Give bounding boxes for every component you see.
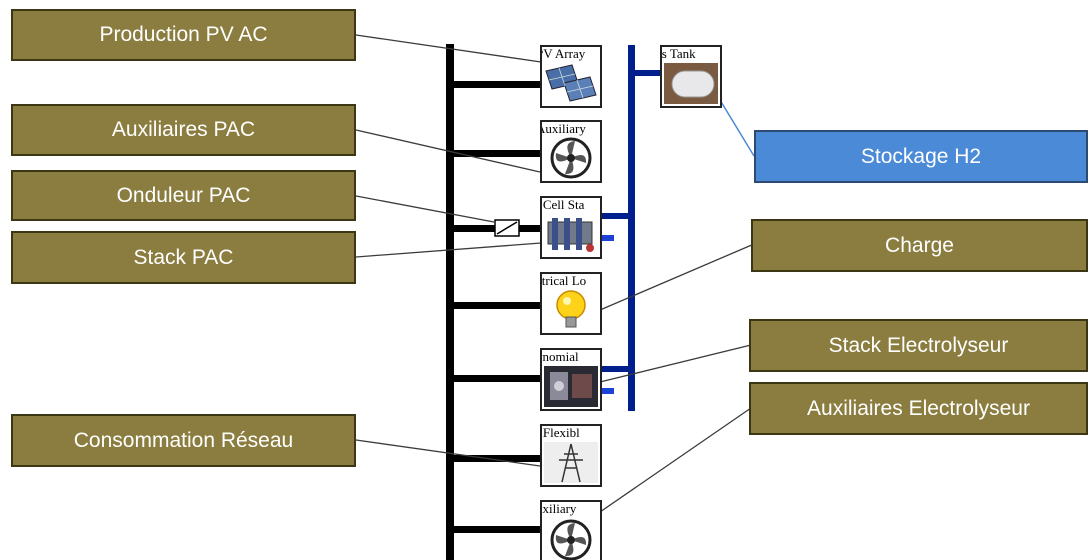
callout-charge: Charge	[751, 219, 1088, 272]
leader-line	[599, 407, 752, 513]
leader-line	[355, 34, 542, 63]
leader-line	[355, 242, 542, 258]
callout-production-pv-ac: Production PV AC	[11, 9, 356, 61]
callout-auxiliaires-pac: Auxiliaires PAC	[11, 104, 356, 156]
flexible-label: : Flexibl	[540, 426, 580, 440]
auxiliary-elec-component[interactable]: uxiliary	[540, 500, 602, 560]
electrical-load-component[interactable]: ctrical Lo	[540, 272, 602, 335]
leader-line	[355, 439, 541, 467]
h2-bus-branch	[600, 213, 634, 219]
auxiliary-elec-label: uxiliary	[540, 502, 577, 516]
leader-line	[355, 129, 541, 173]
fuel-cell-icon	[547, 218, 594, 252]
ac-bus-branch	[446, 302, 542, 309]
inverter-symbol	[494, 219, 520, 237]
electrolyser-icon	[544, 366, 598, 407]
leader-line	[355, 195, 495, 223]
auxiliary-pac-component[interactable]: Auxiliary	[540, 120, 602, 183]
gas-tank-component[interactable]: as Tank	[660, 45, 722, 108]
ac-bus-branch	[446, 526, 542, 533]
pv-array-label: PV Array	[540, 47, 586, 61]
light-bulb-icon	[556, 290, 586, 328]
flexible-component[interactable]: : Flexibl	[540, 424, 602, 487]
pylon-icon	[544, 442, 598, 483]
ac-bus-branch	[446, 150, 542, 157]
fuel-cell-stack-label: l Cell Sta	[540, 198, 585, 212]
h2-bus-branch	[628, 70, 662, 76]
gas-tank-icon	[664, 63, 718, 104]
fan-icon	[550, 519, 592, 560]
ac-bus-branch	[446, 375, 542, 382]
callout-stack-pac: Stack PAC	[11, 231, 356, 284]
ac-bus-branch	[446, 455, 542, 462]
fuel-cell-stack-component[interactable]: l Cell Sta	[540, 196, 602, 259]
ac-bus-branch	[518, 225, 542, 232]
polynomial-component[interactable]: ynomial	[540, 348, 602, 411]
polynomial-label: ynomial	[540, 350, 579, 364]
callout-onduleur-pac: Onduleur PAC	[11, 170, 356, 221]
pv-array-component[interactable]: PV Array	[540, 45, 602, 108]
auxiliary-pac-label: Auxiliary	[540, 122, 586, 136]
h2-bus-branch	[600, 235, 614, 241]
h2-bus-line	[628, 45, 635, 411]
h2-bus-branch	[600, 366, 634, 372]
electrical-load-label: ctrical Lo	[540, 274, 587, 288]
gas-tank-label: as Tank	[661, 47, 696, 61]
h2-bus-branch	[600, 388, 614, 394]
callout-stockage-h2: Stockage H2	[754, 130, 1088, 183]
ac-bus-branch	[446, 81, 542, 88]
leader-line	[599, 243, 755, 311]
callout-stack-electrolyseur: Stack Electrolyseur	[749, 319, 1088, 372]
callout-consommation-reseau: Consommation Réseau	[11, 414, 356, 467]
leader-line-h2	[719, 99, 755, 157]
leader-line	[599, 344, 752, 383]
fan-icon	[550, 137, 592, 179]
callout-auxiliaires-electrolyseur: Auxiliaires Electrolyseur	[749, 382, 1088, 435]
solar-panel-icon	[545, 64, 597, 102]
ac-bus-branch	[446, 225, 496, 232]
leader-lines	[355, 34, 755, 513]
